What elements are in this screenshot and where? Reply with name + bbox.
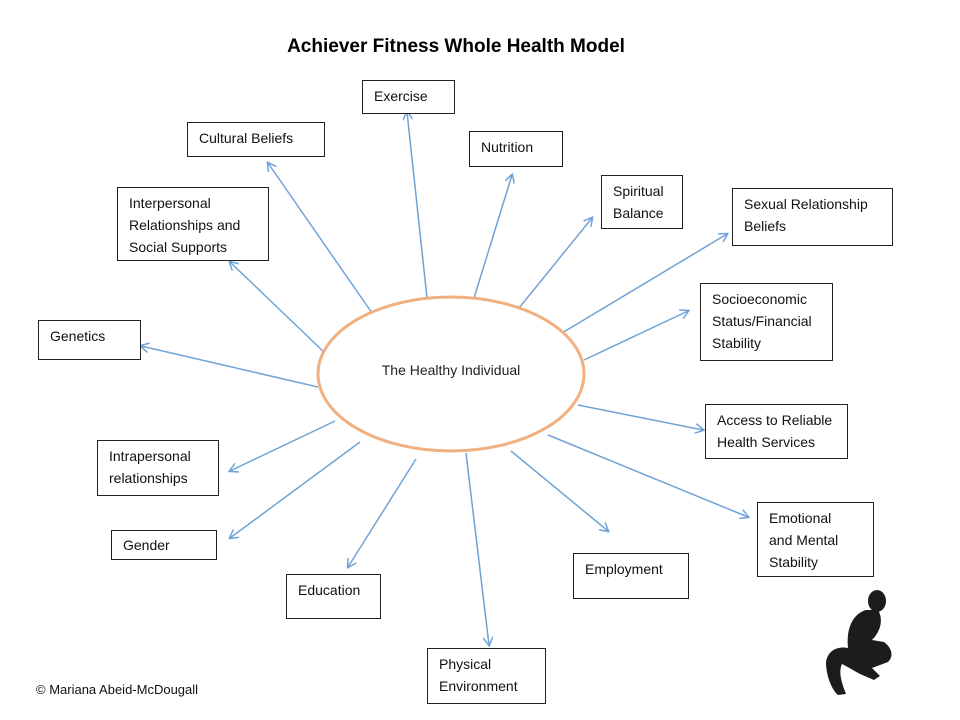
arrow-intrapersonal	[230, 420, 336, 471]
factor-label: relationships	[109, 470, 188, 486]
factor-label: Access to Reliable	[717, 412, 833, 428]
factor-label: Socioeconomic	[712, 291, 807, 307]
arrow-nutrition	[473, 175, 512, 299]
diagram-title: Achiever Fitness Whole Health Model	[287, 36, 625, 57]
factor-label: Stability	[769, 554, 819, 570]
factor-label: Stability	[712, 335, 762, 351]
factor-label: and Mental	[769, 532, 839, 548]
factor-cultural-beliefs: Cultural Beliefs	[187, 122, 325, 157]
factor-intrapersonal-relationships: Intrapersonal relationships	[97, 440, 219, 496]
center-label: The Healthy Individual	[381, 362, 521, 378]
crouching-figure-icon	[826, 590, 892, 695]
arrow-sexual	[561, 234, 727, 334]
factor-label: Education	[298, 582, 361, 598]
arrow-access	[577, 404, 703, 430]
factor-label: Health Services	[717, 434, 816, 450]
factor-label: Balance	[613, 205, 664, 221]
arrow-cultural	[268, 163, 373, 314]
factor-label: Beliefs	[744, 218, 787, 234]
factor-label: Nutrition	[481, 139, 534, 155]
arrow-genetics	[141, 346, 319, 388]
factor-label: Employment	[585, 561, 663, 577]
factor-employment: Employment	[573, 553, 689, 599]
arrow-spiritual	[518, 218, 592, 309]
factor-label: Intrapersonal	[109, 448, 191, 464]
factor-label: Genetics	[50, 328, 106, 344]
factor-label: Physical	[439, 656, 492, 672]
factor-nutrition: Nutrition	[469, 131, 563, 167]
factor-label: Gender	[123, 537, 170, 553]
arrow-socioeconomic	[583, 311, 688, 361]
arrow-employment	[510, 450, 608, 531]
factor-label: Environment	[439, 678, 518, 694]
arrow-exercise	[407, 112, 428, 299]
factor-genetics: Genetics	[38, 320, 141, 360]
factor-label: Relationships and	[129, 217, 241, 233]
arrow-interpersonal	[230, 262, 327, 355]
center-ellipse	[316, 295, 586, 453]
factor-exercise: Exercise	[362, 80, 455, 114]
arrow-gender	[230, 441, 361, 538]
arrow-education	[348, 458, 417, 567]
factor-label: Spiritual	[613, 183, 664, 199]
factor-label: Social Supports	[129, 239, 228, 255]
factor-gender: Gender	[111, 530, 217, 560]
factor-label: Status/Financial	[712, 313, 812, 329]
factor-education: Education	[286, 574, 381, 619]
factor-label: Exercise	[374, 88, 428, 104]
factor-label: Sexual Relationship	[744, 196, 868, 212]
arrow-emotional	[547, 434, 748, 517]
factor-label: Cultural Beliefs	[199, 130, 294, 146]
copyright-notice: © Mariana Abeid-McDougall	[36, 682, 199, 697]
factor-label: Emotional	[769, 510, 832, 526]
factor-label: Interpersonal	[129, 195, 211, 211]
arrow-physical	[465, 452, 489, 645]
